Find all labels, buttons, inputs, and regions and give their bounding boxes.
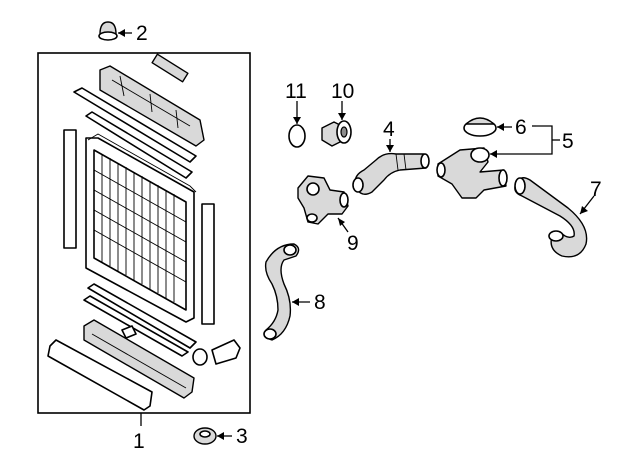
callout-11: 11 [285, 80, 307, 103]
part-10-thermostat [321, 120, 352, 147]
part-8-hose [263, 243, 300, 341]
part-4-hose [352, 152, 430, 195]
lower-gasket [83, 283, 197, 357]
arrow-2 [118, 29, 125, 37]
callout-1: 1 [133, 430, 145, 453]
drain-washer [192, 348, 208, 366]
part-6-filler-cap [463, 117, 497, 137]
arrow-10 [338, 113, 346, 120]
arrow-6 [497, 123, 504, 131]
lower-tank [83, 319, 195, 399]
side-seal-right [201, 203, 215, 325]
drain-plug [211, 339, 241, 365]
callout-10: 10 [331, 80, 354, 103]
part-11-oring [288, 124, 306, 148]
radiator-assembly-frame [37, 52, 251, 414]
part-5-water-outlet [436, 147, 508, 199]
part-3-grommet [193, 427, 217, 445]
upper-tank [99, 53, 205, 147]
side-seal-left [63, 129, 77, 249]
arrow-8 [292, 298, 299, 306]
arrow-9 [338, 218, 345, 226]
upper-gasket [73, 87, 197, 179]
bottom-seal [47, 339, 153, 411]
leader-bracket-5 [536, 125, 553, 155]
arrow-5 [490, 150, 497, 158]
callout-3: 3 [236, 425, 248, 448]
callout-9: 9 [347, 232, 359, 255]
part-7-hose [514, 177, 588, 258]
callout-7: 7 [590, 178, 602, 201]
callout-5: 5 [562, 130, 574, 153]
callout-8: 8 [314, 291, 326, 314]
arrow-3 [217, 432, 224, 440]
radiator-core [85, 133, 197, 323]
arrow-11 [293, 117, 301, 124]
part-9-inlet-housing [297, 175, 349, 225]
callout-6: 6 [515, 116, 527, 139]
part-2-cap [98, 21, 118, 41]
callout-2: 2 [136, 22, 148, 45]
arrow-7 [580, 206, 588, 214]
arrow-4 [386, 145, 394, 152]
callout-4: 4 [383, 118, 395, 141]
